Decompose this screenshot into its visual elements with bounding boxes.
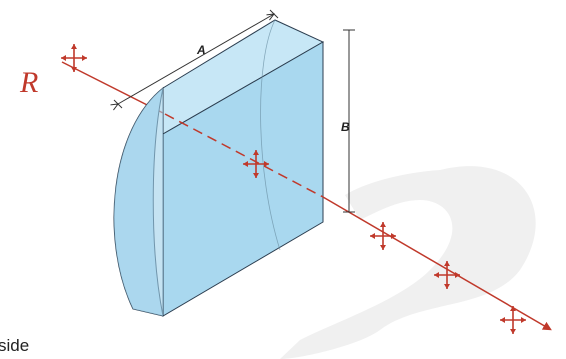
polarization-icon-incident — [60, 43, 88, 73]
dimension-b-label: B — [341, 120, 350, 134]
dimension-a-label: A — [196, 43, 206, 57]
polarization-icon-out-3 — [499, 305, 527, 335]
crystal-front-face — [114, 88, 163, 316]
transmitted-ray — [322, 196, 552, 331]
dimension-a-tick-right — [269, 9, 279, 19]
dimension-a-tick-left — [113, 99, 123, 109]
dimension-a-line — [118, 14, 274, 104]
internal-ray — [164, 113, 324, 198]
ray-label: R — [19, 66, 38, 99]
watermark-shape — [280, 166, 536, 359]
caption-text: side — [0, 336, 30, 355]
